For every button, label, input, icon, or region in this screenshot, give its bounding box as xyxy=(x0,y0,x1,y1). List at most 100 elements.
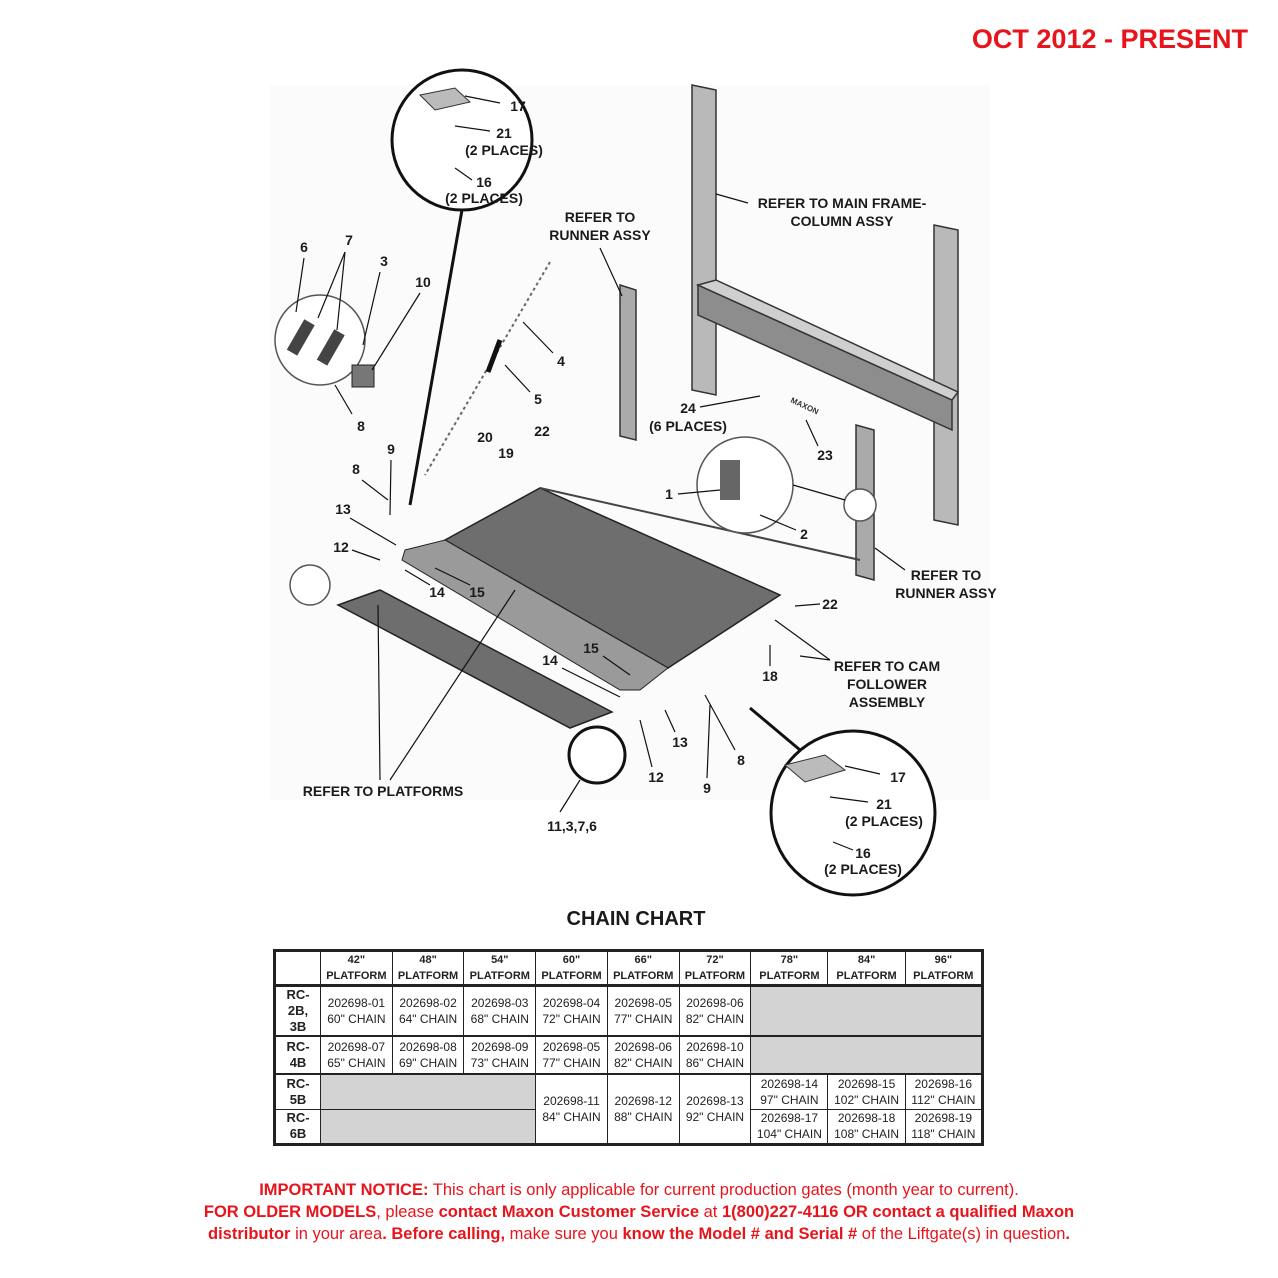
callout-16-top: 16 xyxy=(476,174,492,190)
callout-15: 15 xyxy=(583,640,599,656)
col-header-72: 72"PLATFORM xyxy=(678,950,752,986)
col-header-42: 42"PLATFORM xyxy=(320,950,393,986)
refer-main-frame: REFER TO MAIN FRAME- xyxy=(757,195,927,211)
row-header: RC-4B xyxy=(274,1035,321,1075)
exploded-parts-diagram: MAXON 17 21 (2 PLACES) 16 (2 PLACES) REF… xyxy=(274,68,997,897)
callout-14: 14 xyxy=(429,584,445,600)
callout-6: 6 xyxy=(300,239,308,255)
callout-22: 22 xyxy=(534,423,550,439)
main-frame-column xyxy=(691,84,960,526)
diagram-drawing: MAXON xyxy=(274,68,960,897)
flip-platform xyxy=(336,589,614,729)
callout-12: 12 xyxy=(648,769,664,785)
not-applicable-cell xyxy=(750,985,983,1037)
refer-cam-follower-3: ASSEMBLY xyxy=(848,694,926,710)
callout-23: 23 xyxy=(817,447,833,463)
callout-20: 20 xyxy=(477,429,493,445)
chain-chart-title: CHAIN CHART xyxy=(566,908,706,930)
callout-16-places-top: (2 PLACES) xyxy=(445,190,523,206)
date-range-title: OCT 2012 - PRESENT xyxy=(971,24,1248,54)
not-applicable-cell xyxy=(319,1108,537,1145)
col-header-78: 78"PLATFORM xyxy=(750,950,829,986)
row-header: RC-5B xyxy=(274,1073,321,1110)
callout-22: 22 xyxy=(822,596,838,612)
callout-21-places-bottom: (2 PLACES) xyxy=(845,813,923,829)
callout-11-3-7-6: 11,3,7,6 xyxy=(547,818,597,834)
callout-21-bottom: 21 xyxy=(876,796,892,812)
callout-4: 4 xyxy=(557,353,565,369)
callout-9: 9 xyxy=(703,780,711,796)
callout-5: 5 xyxy=(534,391,542,407)
callout-15: 15 xyxy=(469,584,485,600)
refer-runner-assy-right: REFER TO xyxy=(910,567,982,583)
refer-runner-assy-left-2: RUNNER ASSY xyxy=(549,227,651,243)
refer-main-frame-2: COLUMN ASSY xyxy=(790,213,894,229)
callout-21-places-top: (2 PLACES) xyxy=(465,142,543,158)
refer-platforms: REFER TO PLATFORMS xyxy=(302,783,464,799)
important-notice: IMPORTANT NOTICE: This chart is only app… xyxy=(203,1181,1075,1243)
callout-21-top: 21 xyxy=(496,125,512,141)
callout-8: 8 xyxy=(737,752,745,768)
callout-3: 3 xyxy=(380,253,388,269)
callout-10: 10 xyxy=(415,274,431,290)
callout-8: 8 xyxy=(352,461,360,477)
callout-13: 13 xyxy=(335,501,351,517)
refer-cam-follower-2: FOLLOWER xyxy=(846,676,928,692)
callout-24: 24 xyxy=(680,400,696,416)
row-header: RC-6B xyxy=(274,1108,321,1145)
col-header-54: 54"PLATFORM xyxy=(463,950,537,986)
refer-cam-follower: REFER TO CAM xyxy=(833,658,941,674)
row-header: RC-2B,3B xyxy=(274,985,321,1037)
callout-17-top: 17 xyxy=(510,98,526,114)
callout-14: 14 xyxy=(542,652,558,668)
callout-16-bottom: 16 xyxy=(855,845,871,861)
callout-2: 2 xyxy=(800,526,808,542)
col-header-48: 48"PLATFORM xyxy=(391,950,465,986)
callout-19: 19 xyxy=(498,445,514,461)
callout-12: 12 xyxy=(333,539,349,555)
col-header-60: 60"PLATFORM xyxy=(535,950,608,986)
callout-1: 1 xyxy=(665,486,673,502)
refer-runner-assy-left: REFER TO xyxy=(564,209,636,225)
callout-17-bottom: 17 xyxy=(890,769,906,785)
corner-cell xyxy=(274,950,321,986)
not-applicable-cell xyxy=(319,1073,537,1110)
callout-9: 9 xyxy=(387,441,395,457)
chain-chart-table: 42"PLATFORM 48"PLATFORM 54"PLATFORM 60"P… xyxy=(273,949,984,1146)
callout-16-places-bottom: (2 PLACES) xyxy=(824,861,902,877)
col-header-66: 66"PLATFORM xyxy=(606,950,680,986)
col-header-96: 96"PLATFORM xyxy=(904,950,984,986)
not-applicable-cell xyxy=(750,1035,983,1075)
callout-8: 8 xyxy=(357,418,365,434)
callout-7: 7 xyxy=(345,232,353,248)
col-header-84: 84"PLATFORM xyxy=(827,950,906,986)
callout-18: 18 xyxy=(762,668,778,684)
callout-24-places: (6 PLACES) xyxy=(649,418,727,434)
callout-13: 13 xyxy=(672,734,688,750)
refer-runner-assy-right-2: RUNNER ASSY xyxy=(895,585,997,601)
